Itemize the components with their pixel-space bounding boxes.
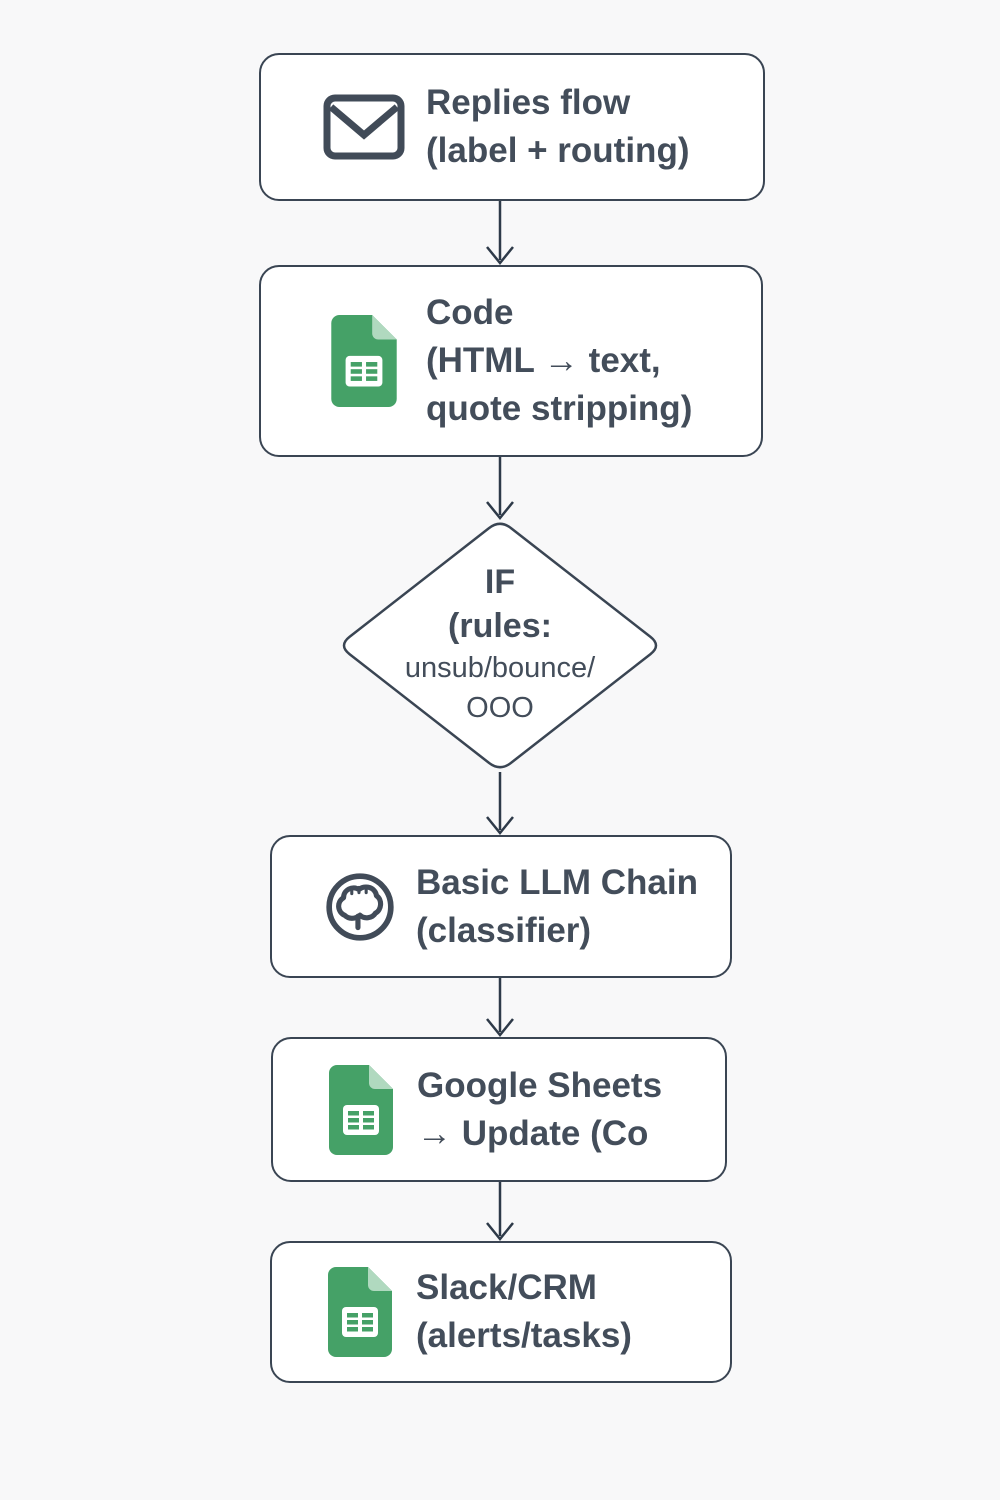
node-label-line: (alerts/tasks) (416, 1316, 632, 1355)
arrow-if-to-llm (486, 772, 514, 835)
node-label-line: Basic LLM Chain (416, 862, 698, 902)
email-icon (301, 94, 426, 160)
node-label-line: IF (484, 563, 516, 601)
node-label-line: (label + routing) (426, 131, 690, 170)
brain-icon (304, 870, 416, 944)
sheets-icon (305, 1064, 417, 1155)
arrow-llm-to-sheets (486, 977, 514, 1037)
arrow-replies-to-code (486, 201, 514, 265)
node-label-line: unsub/bounce/ (404, 652, 596, 684)
node-replies-flow: Replies flow (label + routing) (259, 53, 765, 201)
node-label-line: quote stripping) (426, 389, 693, 428)
node-google-sheets-update: Google Sheets → Update (Co (271, 1037, 727, 1182)
node-if-rules: IF (rules: unsub/bounce/ OOO (320, 560, 680, 728)
node-label-line: Code (426, 293, 514, 332)
node-label-line: → Update (Co (417, 1113, 649, 1153)
node-code: Code (HTML → text, quote stripping) (259, 265, 763, 457)
node-label-line: (rules: (448, 607, 552, 645)
node-label-line: (HTML → text, (426, 341, 661, 380)
node-label-line: Replies flow (426, 83, 631, 122)
sheets-icon (304, 1267, 416, 1357)
sheets-icon (301, 315, 426, 407)
arrow-sheets-to-slack (486, 1181, 514, 1241)
node-basic-llm-chain: Basic LLM Chain (classifier) (270, 835, 732, 978)
node-label-line: OOO (466, 692, 534, 724)
arrow-code-to-if (486, 456, 514, 520)
node-label-line: (classifier) (416, 910, 592, 950)
node-label-line: Google Sheets (417, 1065, 663, 1105)
node-label-line: Slack/CRM (416, 1268, 597, 1307)
node-slack-crm: Slack/CRM (alerts/tasks) (270, 1241, 732, 1383)
